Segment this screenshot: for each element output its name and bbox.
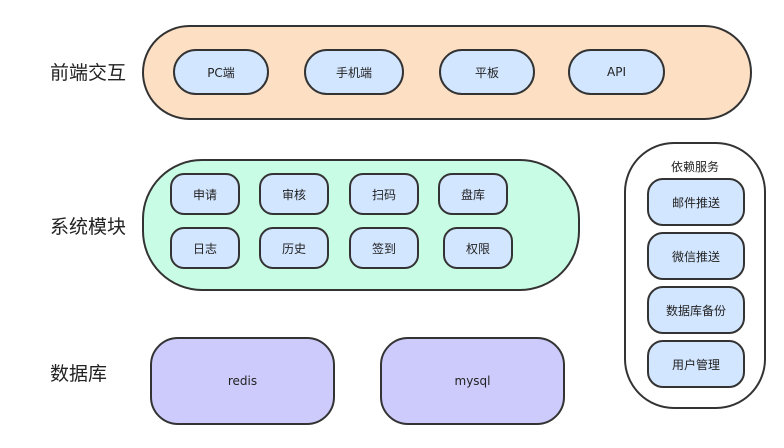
row-label-frontend: 前端交互	[50, 62, 127, 84]
frontend-item-mobile: 手机端	[304, 49, 404, 95]
module-permissions: 权限	[443, 227, 513, 269]
module-scan: 扫码	[349, 173, 419, 215]
dependency-db-backup: 数据库备份	[647, 286, 745, 334]
module-history: 历史	[259, 227, 329, 269]
dependency-user-management: 用户管理	[647, 340, 745, 388]
dependency-email-push: 邮件推送	[647, 178, 745, 226]
frontend-item-api: API	[568, 49, 665, 95]
module-checkin: 签到	[349, 227, 419, 269]
dependency-wechat-push: 微信推送	[647, 232, 745, 280]
database-redis: redis	[150, 337, 335, 425]
frontend-item-tablet: 平板	[439, 49, 535, 95]
module-review: 审核	[259, 173, 329, 215]
row-label-modules: 系统模块	[50, 216, 127, 238]
dependencies-title: 依赖服务	[670, 160, 719, 174]
row-label-database: 数据库	[50, 363, 108, 385]
module-apply: 申请	[170, 173, 240, 215]
module-inventory: 盘库	[438, 173, 508, 215]
database-mysql: mysql	[380, 337, 565, 425]
frontend-item-pc: PC端	[173, 49, 269, 95]
module-log: 日志	[170, 227, 240, 269]
